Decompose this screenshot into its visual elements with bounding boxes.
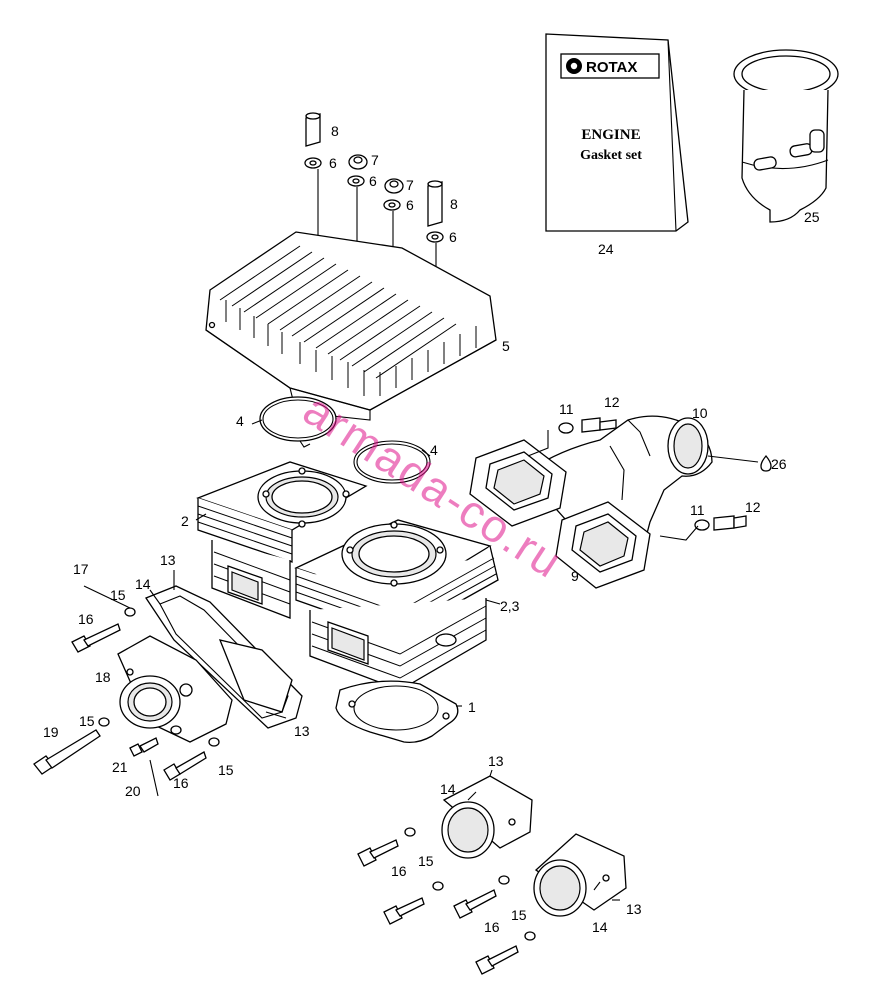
callout-15: 15 [511,907,527,923]
callout-6: 6 [406,197,414,213]
callout-13: 13 [160,552,176,568]
callout-14: 14 [135,576,151,592]
callout-15: 15 [218,762,234,778]
callout-25: 25 [804,209,820,225]
callout-2: 2 [181,513,189,529]
intake-socket-2 [533,833,627,917]
callout-18: 18 [95,669,111,685]
callout-4: 4 [430,442,438,458]
intake-manifold-left [117,635,233,743]
callout-16: 16 [391,863,407,879]
cylinder-sleeve [733,49,839,223]
callout-26: 26 [771,456,787,472]
callout-13: 13 [488,753,504,769]
callout-2-3: 2,3 [500,598,520,614]
callout-13: 13 [294,723,310,739]
hex-nut-1 [347,154,368,187]
book-title: ENGINE [581,127,640,143]
callout-6: 6 [369,173,377,189]
callout-16: 16 [78,611,94,627]
callout-5: 5 [502,338,510,354]
callout-17: 17 [73,561,89,577]
callout-15: 15 [79,713,95,729]
callout-24: 24 [598,241,614,257]
callout-9: 9 [571,568,579,584]
callout-1: 1 [468,699,476,715]
callout-8: 8 [450,196,458,212]
callout-21: 21 [112,759,128,775]
callout-11: 11 [690,502,705,518]
exhaust-gasket-upper [469,439,567,527]
rotax-gear-icon [566,58,582,74]
intake-bolts-right [357,827,536,975]
intake-bolts-left [33,607,220,781]
intake-flange-left [145,585,303,729]
cylinder-left [196,461,368,619]
callout-7: 7 [406,177,414,193]
o-ring-left [259,396,337,448]
book-brand: ROTAX [586,59,637,76]
callout-12: 12 [604,394,620,410]
callout-19: 19 [43,724,59,740]
callout-12: 12 [745,499,761,515]
callout-11: 11 [559,401,574,417]
leader-lines [83,419,620,901]
callout-10: 10 [692,405,708,421]
book-subtitle: Gasket set [580,148,642,163]
hex-nut-2 [383,178,404,211]
callout-13: 13 [626,901,642,917]
cylinder-right [294,519,499,691]
cylinder-head [205,231,497,421]
callout-16: 16 [484,919,500,935]
callout-7: 7 [371,152,379,168]
gasket-set-booklet: ROTAX ENGINE Gasket set [545,33,689,232]
intake-socket-1 [441,775,533,859]
base-gasket [335,680,459,744]
o-ring-right [353,440,431,484]
callout-4: 4 [236,413,244,429]
exhaust-screw-lower [694,515,747,531]
callout-14: 14 [440,781,456,797]
oil-drop-icon [760,454,772,472]
callout-6: 6 [329,155,337,171]
exhaust-manifold [529,415,713,567]
callout-6: 6 [449,229,457,245]
callout-20: 20 [125,783,141,799]
callout-15: 15 [418,853,434,869]
callout-14: 14 [592,919,608,935]
callout-8: 8 [331,123,339,139]
exhaust-gasket-lower [555,501,651,589]
spacer-nut-right [426,180,444,243]
callout-15: 15 [110,587,126,603]
spacer-nut-left [304,112,322,169]
callout-16: 16 [173,775,189,791]
exhaust-screw-upper [558,417,617,434]
